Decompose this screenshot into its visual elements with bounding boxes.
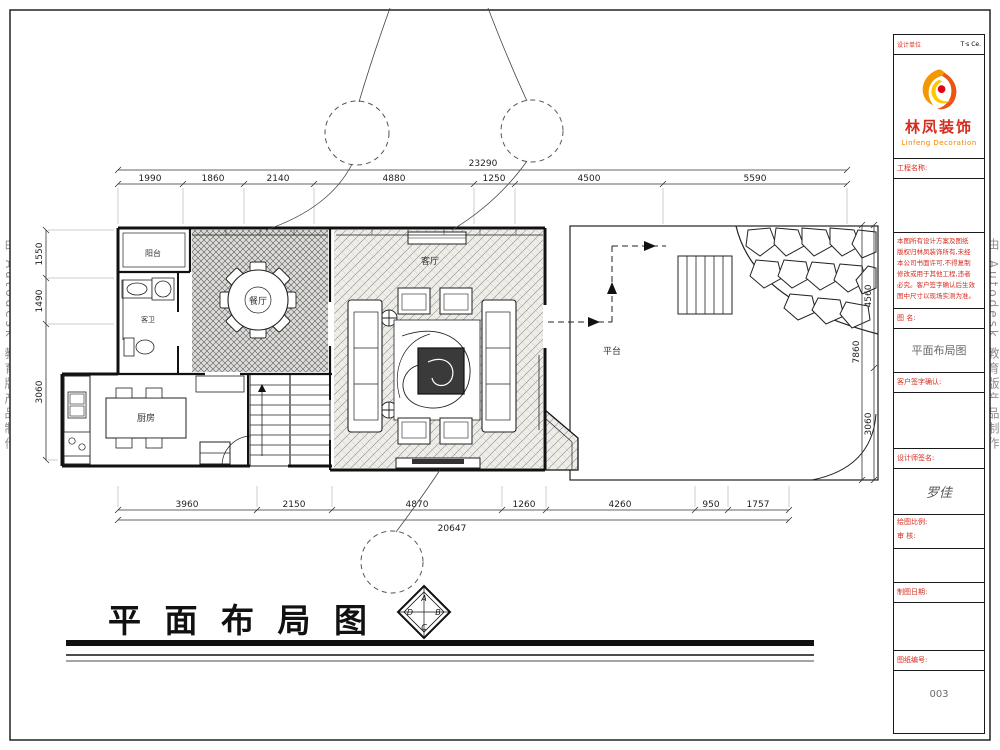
note-line: 修改或用于其他工程,违者 [897, 270, 971, 278]
designer-signature: 罗佳 [894, 469, 984, 515]
room-label-bath: 客卫 [141, 315, 155, 324]
dim-top-2: 2140 [267, 174, 290, 184]
dim-top-0: 1990 [139, 174, 162, 184]
note-line: 版权归林凤装饰所有,未经 [897, 248, 971, 256]
drawing-name-value: 平面布局图 [894, 329, 984, 373]
dim-top-total: 23290 [469, 159, 498, 169]
dim-left-0: 1550 [35, 242, 45, 265]
client-sign-blank [894, 393, 984, 449]
windows [122, 228, 543, 430]
terrace-garden [548, 225, 879, 481]
compass-letter-b: B [435, 608, 441, 617]
header-code: T·s Ce. [960, 41, 981, 48]
dim-bottom-5: 950 [702, 500, 719, 510]
revision-clouds [324, 99, 564, 594]
dim-bottom-6: 1757 [747, 500, 770, 510]
dining-furniture [219, 261, 297, 339]
coffee-table [417, 347, 465, 395]
dim-top-5: 4500 [578, 174, 601, 184]
note-line: 图中尺寸以现场实测为准。 [897, 292, 975, 300]
note-line: 本图所有设计方案及图纸 [897, 237, 969, 245]
dim-left-1: 1490 [35, 289, 45, 312]
company-name-en: Linfeng Decoration [901, 139, 977, 147]
compass-letter-a: A [420, 594, 426, 603]
scale-label: 绘图比例: [897, 518, 928, 526]
dim-right-1: 3060 [864, 412, 874, 435]
project-name-label: 工程名称: [894, 159, 984, 179]
dim-top-3: 4880 [383, 174, 406, 184]
audit-label: 审 核: [897, 532, 916, 540]
dim-right-total: 7860 [852, 340, 862, 363]
dimension-labels: 23290 1990 1860 2140 4880 1250 4500 5590… [35, 159, 874, 534]
titleblock-header: 设计单位 T·s Ce. [894, 35, 984, 55]
living-furniture [347, 231, 579, 471]
room-label-living: 客厅 [421, 255, 439, 267]
project-name-blank [894, 179, 984, 233]
dim-bottom-4: 4260 [609, 500, 632, 510]
room-labels: 阳台 餐厅 客卫 厨房 客厅 平台 [137, 248, 621, 424]
dim-bottom-total: 20647 [438, 524, 467, 534]
compass-logo: A B C D [396, 584, 452, 640]
design-unit-label: 设计单位 [897, 42, 922, 49]
leader-lines [265, 7, 528, 533]
dim-bottom-0: 3960 [176, 500, 199, 510]
dim-top-1: 1860 [202, 174, 225, 184]
dim-bottom-2: 4870 [406, 500, 429, 510]
bathroom-fixtures [121, 277, 175, 357]
compass-letter-c: C [421, 623, 427, 632]
room-label-kitchen: 厨房 [137, 412, 155, 424]
scale-blank [894, 549, 984, 583]
drawing-title: 平 面 布 局 图 [108, 601, 373, 640]
walls [60, 226, 547, 472]
copyright-notes: 本图所有设计方案及图纸 版权归林凤装饰所有,未经 本公司书面许可,不得复制 修改… [894, 233, 984, 309]
kitchen-fixtures [63, 375, 245, 465]
dim-top-6: 5590 [744, 174, 767, 184]
garden-stones [745, 227, 877, 329]
dim-top-4: 1250 [483, 174, 506, 184]
drawing-name-label: 图 名: [894, 309, 984, 329]
dim-bottom-1: 2150 [283, 500, 306, 510]
company-logo-section: 林凤装饰 Linfeng Decoration [894, 55, 984, 159]
dim-left-2: 3060 [35, 380, 45, 403]
date-label: 制图日期: [894, 583, 984, 603]
sheet-number-label: 图纸编号: [894, 651, 984, 671]
room-label-balcony: 阳台 [145, 248, 161, 258]
scale-audit-section: 绘图比例: 审 核: [894, 515, 984, 549]
compass-letter-d: D [407, 608, 413, 617]
balcony-inner [122, 232, 186, 268]
title-block: 设计单位 T·s Ce. 林凤装饰 Linfeng Decoration 工程名… [893, 34, 985, 734]
dimension-extension-lines [48, 188, 848, 507]
client-sign-label: 客户签字确认: [894, 373, 984, 393]
note-line: 本公司书面许可,不得复制 [897, 259, 971, 267]
sheet-number-value: 003 [929, 689, 949, 700]
room-label-dining: 餐厅 [249, 295, 267, 307]
dim-right-0: 4560 [864, 284, 874, 307]
room-label-terrace: 平台 [603, 345, 621, 357]
entry-door [221, 435, 251, 467]
linfeng-phoenix-icon [922, 69, 957, 110]
garden-stairs [677, 255, 733, 315]
designer-sign-label: 设计师签名: [894, 449, 984, 469]
title-underline-thick [66, 640, 814, 646]
date-blank [894, 603, 984, 651]
dimension-lines [42, 166, 878, 524]
drawing-title-area: 平 面 布 局 图 A B C D [66, 584, 814, 662]
dim-bottom-3: 1260 [513, 500, 536, 510]
sofa-set [347, 287, 517, 445]
note-line: 必究。客户签字确认后生效 [897, 281, 975, 289]
company-name-cn: 林凤装饰 [904, 118, 973, 136]
terrace-path [548, 241, 666, 327]
tv-cabinet [395, 457, 481, 469]
